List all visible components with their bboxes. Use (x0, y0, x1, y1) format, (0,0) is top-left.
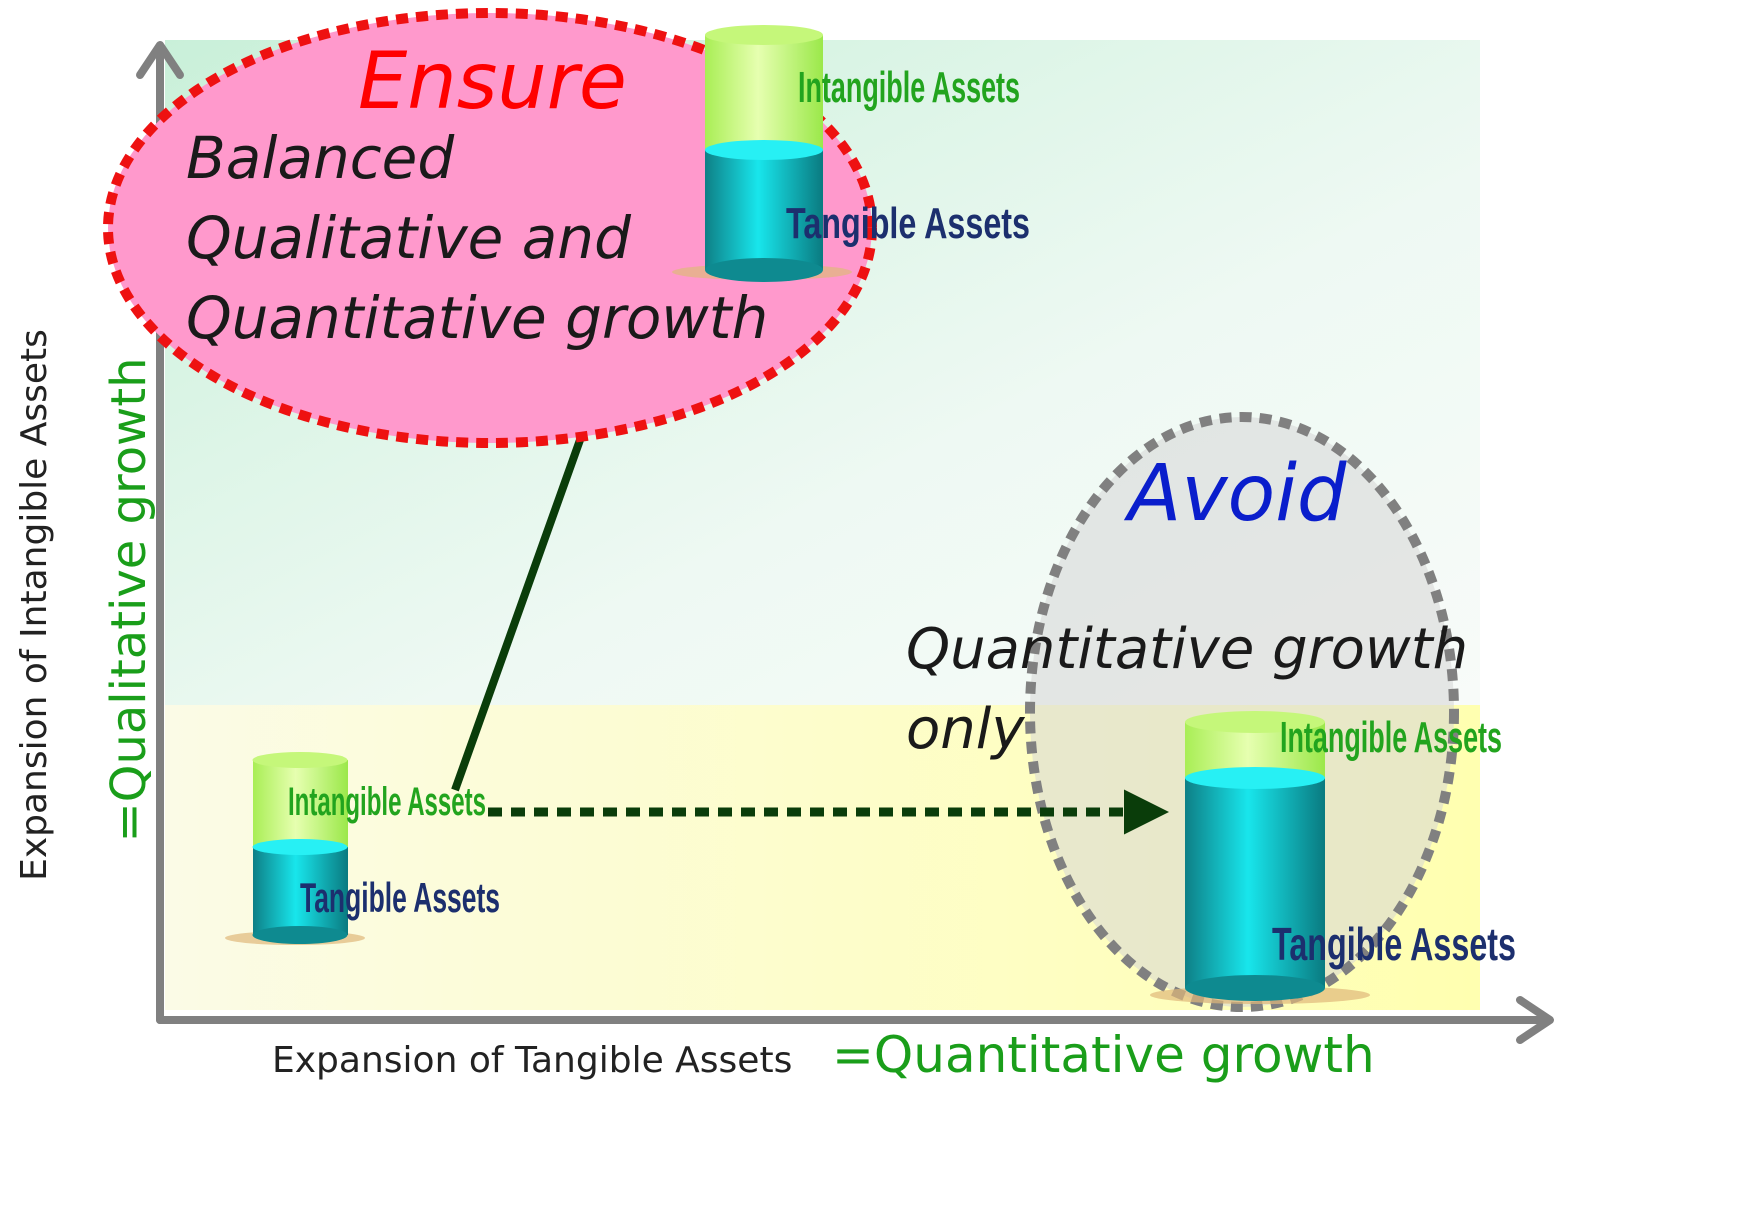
cylinder-top-cap (252, 752, 348, 768)
cylinder-intangible-body (705, 35, 823, 150)
ensure-line-3: Quantitative growth (186, 284, 768, 352)
cylinder-start (225, 752, 365, 945)
cylinder-intangible-body (253, 760, 348, 847)
cylinder-tangible-body (705, 150, 823, 270)
cylinder-top-cap (1185, 711, 1325, 733)
cylinder-tangible-cap (252, 839, 348, 855)
x-axis (156, 996, 1554, 1044)
cylinder-right (1150, 711, 1370, 1004)
ensure-heading: Ensure (358, 37, 627, 127)
top-intangible-label: Intangible Assets (798, 63, 1020, 112)
ensure-line-1: Balanced (186, 124, 455, 192)
top-tangible-label: Tangible Assets (786, 199, 1030, 248)
start-intangible-label: Intangible Assets (288, 780, 486, 824)
avoid-heading: Avoid (1123, 449, 1347, 539)
x-axis-growth-label: =Quantitative growth (832, 1026, 1375, 1084)
cylinder-tangible-body (1185, 778, 1325, 988)
cylinder-bottom (705, 258, 823, 282)
ensure-region (103, 8, 877, 448)
y-axis-label: Expansion of Intangible Assets (14, 329, 55, 881)
cylinder-top (672, 25, 852, 282)
y-axis-growth-label: =Qualitative growth (101, 357, 157, 842)
cylinder-tangible-cap (705, 140, 823, 160)
x-axis-label: Expansion of Tangible Assets (272, 1040, 792, 1081)
cylinder-top-cap (705, 25, 823, 45)
cylinder-tangible-cap (1185, 767, 1325, 789)
avoid-line-2: only (906, 697, 1025, 762)
connector-line (451, 438, 584, 792)
start-tangible-label: Tangible Assets (300, 874, 500, 921)
cylinder-bottom (252, 926, 348, 944)
cylinder-tangible-body (253, 847, 348, 935)
right-intangible-label: Intangible Assets (1280, 713, 1502, 762)
avoid-line-1: Quantitative growth (906, 617, 1468, 682)
right-tangible-label: Tangible Assets (1272, 918, 1516, 970)
cylinder-bottom (1185, 975, 1325, 1001)
ensure-line-2: Qualitative and (186, 204, 632, 272)
